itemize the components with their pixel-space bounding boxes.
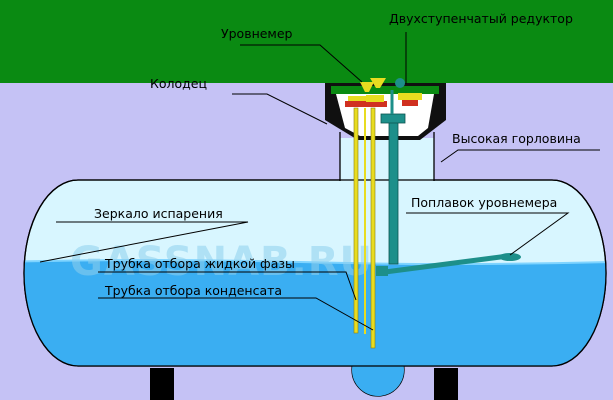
- label-gauge: Уровнемер: [221, 26, 293, 41]
- ground-surface: [0, 0, 613, 83]
- label-evaporation-mirror: Зеркало испарения: [94, 206, 223, 221]
- inner-tube: [364, 108, 366, 334]
- condensate-tube: [370, 107, 376, 349]
- leader-gauge: [240, 44, 363, 83]
- level-gauge-assembly: [376, 113, 521, 276]
- valves: [345, 78, 422, 114]
- leader-neck: [440, 149, 600, 163]
- label-gauge-float: Поплавок уровнемера: [411, 195, 557, 210]
- label-liquid-phase-tube: Трубка отбора жидкой фазы: [104, 256, 295, 271]
- label-neck: Высокая горловина: [452, 131, 581, 146]
- leader-well: [232, 93, 328, 125]
- tank-support-right: [434, 368, 458, 400]
- leader-condensate-tube: [98, 297, 374, 331]
- regulator-fitting: [395, 78, 405, 88]
- liquid-phase: [24, 259, 606, 396]
- float-arm: [384, 253, 509, 275]
- leader-liquid-tube: [98, 271, 357, 301]
- label-well: Колодец: [150, 76, 207, 91]
- leader-mirror: [39, 221, 249, 263]
- label-regulator: Двухступенчатый редуктор: [389, 11, 573, 26]
- tank-support-left: [150, 368, 174, 400]
- label-condensate-tube: Трубка отбора конденсата: [104, 283, 282, 298]
- gauge-float: [499, 253, 521, 261]
- gauge-rod: [388, 119, 399, 265]
- liquid-phase-tube: [353, 107, 359, 334]
- leader-float: [406, 212, 570, 256]
